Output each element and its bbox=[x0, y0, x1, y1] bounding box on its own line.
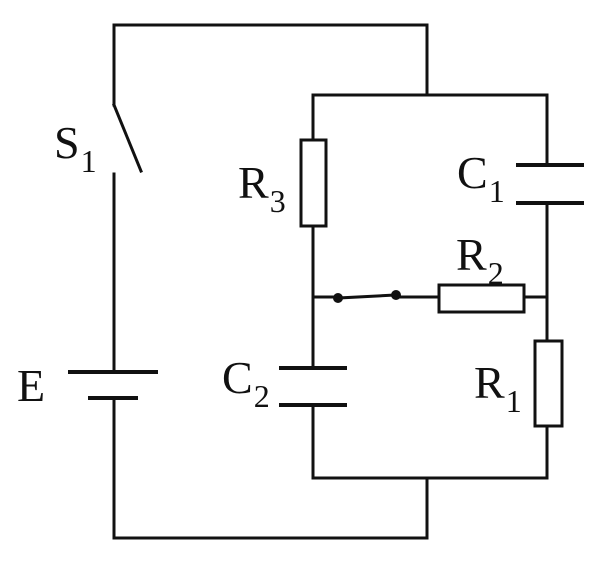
switch-s1-blade bbox=[112, 103, 143, 173]
label-r2-letter: R bbox=[456, 229, 487, 280]
label-s1: S1 bbox=[54, 117, 97, 178]
label-c2-sub: 2 bbox=[253, 378, 270, 414]
switch-s1 bbox=[112, 103, 143, 173]
label-c1-letter: C bbox=[457, 147, 488, 198]
label-e: E bbox=[17, 363, 45, 409]
label-r2: R2 bbox=[456, 229, 504, 290]
label-c1: C1 bbox=[457, 147, 505, 208]
label-c1-sub: 1 bbox=[488, 173, 505, 209]
switch-s2-blade bbox=[336, 293, 398, 300]
resistor-r2-body bbox=[437, 283, 526, 314]
resistor-r3-body bbox=[299, 138, 328, 228]
label-s1-letter: S bbox=[54, 117, 80, 168]
outer-loop-wires bbox=[112, 23, 429, 540]
label-r1-sub: 1 bbox=[505, 383, 522, 419]
label-c2: C2 bbox=[222, 352, 270, 413]
label-e-letter: E bbox=[17, 360, 46, 411]
switch-s2 bbox=[333, 290, 401, 303]
resistor-r1-body bbox=[533, 339, 564, 428]
label-s1-sub: 1 bbox=[80, 143, 97, 179]
label-r3-letter: R bbox=[238, 157, 269, 208]
label-c2-letter: C bbox=[222, 352, 253, 403]
battery-e bbox=[68, 370, 158, 400]
label-r3-sub: 3 bbox=[269, 183, 286, 219]
capacitor-c1 bbox=[516, 163, 584, 205]
bottom-wire bbox=[112, 396, 429, 540]
capacitor-c2 bbox=[279, 366, 347, 407]
label-r2-sub: 2 bbox=[487, 255, 504, 291]
inner-network-wires bbox=[311, 93, 549, 480]
label-r1-letter: R bbox=[474, 357, 505, 408]
top-wire bbox=[112, 23, 429, 107]
label-r3: R3 bbox=[238, 157, 286, 218]
label-r1: R1 bbox=[474, 357, 522, 418]
